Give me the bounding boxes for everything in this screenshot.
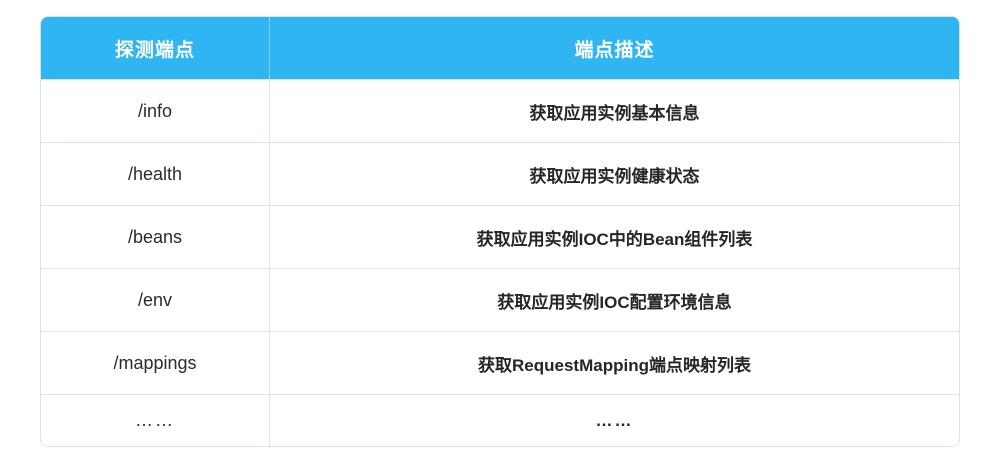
table-row-ellipsis: …… …… <box>41 394 959 446</box>
description-cell: 获取应用实例IOC配置环境信息 <box>269 268 959 331</box>
endpoint-cell: /mappings <box>41 331 269 394</box>
table-row: /env 获取应用实例IOC配置环境信息 <box>41 268 959 331</box>
column-header-endpoint: 探测端点 <box>41 17 269 79</box>
description-cell: 获取应用实例基本信息 <box>269 79 959 142</box>
endpoint-table: 探测端点 端点描述 /info 获取应用实例基本信息 /health 获取应用实… <box>40 16 960 447</box>
endpoint-cell: /info <box>41 79 269 142</box>
table-row: /health 获取应用实例健康状态 <box>41 142 959 205</box>
description-cell: …… <box>269 394 959 446</box>
table-row: /mappings 获取RequestMapping端点映射列表 <box>41 331 959 394</box>
endpoint-table-container: 探测端点 端点描述 /info 获取应用实例基本信息 /health 获取应用实… <box>40 16 960 447</box>
table-row: /beans 获取应用实例IOC中的Bean组件列表 <box>41 205 959 268</box>
endpoint-cell: …… <box>41 394 269 446</box>
description-cell: 获取应用实例IOC中的Bean组件列表 <box>269 205 959 268</box>
table-header-row: 探测端点 端点描述 <box>41 17 959 79</box>
endpoint-cell: /health <box>41 142 269 205</box>
description-cell: 获取应用实例健康状态 <box>269 142 959 205</box>
endpoint-cell: /env <box>41 268 269 331</box>
table-row: /info 获取应用实例基本信息 <box>41 79 959 142</box>
description-cell: 获取RequestMapping端点映射列表 <box>269 331 959 394</box>
column-header-description: 端点描述 <box>269 17 959 79</box>
table-body: /info 获取应用实例基本信息 /health 获取应用实例健康状态 /bea… <box>41 79 959 446</box>
endpoint-cell: /beans <box>41 205 269 268</box>
